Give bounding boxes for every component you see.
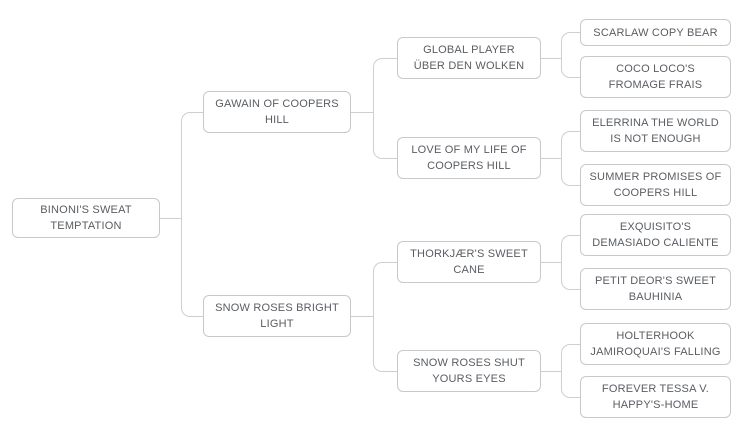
connector-bracket-parent2 bbox=[373, 262, 397, 372]
pedigree-node-gp4[interactable]: SNOW ROSES SHUT YOURS EYES bbox=[397, 350, 541, 392]
pedigree-node-ggp6[interactable]: PETIT DEOR'S SWEET BAUHINIA bbox=[580, 268, 731, 310]
pedigree-node-label: PETIT DEOR'S SWEET BAUHINIA bbox=[594, 275, 716, 303]
pedigree-node-label: SNOW ROSES SHUT YOURS EYES bbox=[413, 357, 525, 385]
pedigree-node-label: BINONI'S SWEAT TEMPTATION bbox=[40, 204, 132, 232]
pedigree-node-label: THORKJÆR'S SWEET CANE bbox=[410, 248, 528, 276]
pedigree-node-ggp1[interactable]: SCARLAW COPY BEAR bbox=[580, 19, 731, 46]
connector-bracket-gp1 bbox=[561, 32, 580, 78]
pedigree-node-gp1[interactable]: GLOBAL PLAYER ÜBER DEN WOLKEN bbox=[397, 37, 541, 79]
pedigree-node-parent1[interactable]: GAWAIN OF COOPERS HILL bbox=[203, 91, 351, 133]
pedigree-node-label: SCARLAW COPY BEAR bbox=[593, 26, 718, 39]
connector-bracket-subject bbox=[181, 112, 203, 317]
pedigree-node-label: EXQUISITO'S DEMASIADO CALIENTE bbox=[592, 221, 719, 249]
pedigree-node-ggp8[interactable]: FOREVER TESSA V. HAPPY'S-HOME bbox=[580, 376, 731, 418]
pedigree-node-label: SUMMER PROMISES OF COOPERS HILL bbox=[589, 171, 722, 199]
connector-bracket-parent1 bbox=[373, 58, 397, 159]
connector-stub-subject bbox=[160, 218, 182, 219]
pedigree-node-label: GLOBAL PLAYER ÜBER DEN WOLKEN bbox=[413, 44, 525, 72]
pedigree-node-subject[interactable]: BINONI'S SWEAT TEMPTATION bbox=[12, 198, 160, 238]
pedigree-node-label: LOVE OF MY LIFE OF COOPERS HILL bbox=[411, 144, 527, 172]
pedigree-node-gp2[interactable]: LOVE OF MY LIFE OF COOPERS HILL bbox=[397, 137, 541, 179]
connector-stub-gp1 bbox=[541, 58, 562, 59]
pedigree-node-ggp3[interactable]: ELERRINA THE WORLD IS NOT ENOUGH bbox=[580, 110, 731, 152]
connector-bracket-gp2 bbox=[561, 131, 580, 186]
pedigree-node-label: GAWAIN OF COOPERS HILL bbox=[215, 98, 339, 126]
connector-stub-parent2 bbox=[351, 316, 374, 317]
connector-stub-gp3 bbox=[541, 262, 562, 263]
connector-stub-parent1 bbox=[351, 112, 374, 113]
pedigree-node-ggp2[interactable]: COCO LOCO'S FROMAGE FRAIS bbox=[580, 56, 731, 98]
pedigree-node-parent2[interactable]: SNOW ROSES BRIGHT LIGHT bbox=[203, 295, 351, 337]
pedigree-node-ggp5[interactable]: EXQUISITO'S DEMASIADO CALIENTE bbox=[580, 214, 731, 256]
pedigree-node-label: SNOW ROSES BRIGHT LIGHT bbox=[215, 302, 339, 330]
connector-stub-gp4 bbox=[541, 371, 562, 372]
pedigree-node-label: FOREVER TESSA V. HAPPY'S-HOME bbox=[601, 383, 710, 411]
connector-stub-gp2 bbox=[541, 158, 562, 159]
pedigree-node-label: HOLTERHOOK JAMIROQUAI'S FALLING bbox=[590, 330, 721, 358]
pedigree-node-label: COCO LOCO'S FROMAGE FRAIS bbox=[608, 63, 703, 91]
pedigree-node-gp3[interactable]: THORKJÆR'S SWEET CANE bbox=[397, 241, 541, 283]
pedigree-node-label: ELERRINA THE WORLD IS NOT ENOUGH bbox=[592, 117, 719, 145]
pedigree-node-ggp4[interactable]: SUMMER PROMISES OF COOPERS HILL bbox=[580, 164, 731, 206]
connector-bracket-gp3 bbox=[561, 235, 580, 290]
pedigree-node-ggp7[interactable]: HOLTERHOOK JAMIROQUAI'S FALLING bbox=[580, 323, 731, 365]
connector-bracket-gp4 bbox=[561, 344, 580, 398]
